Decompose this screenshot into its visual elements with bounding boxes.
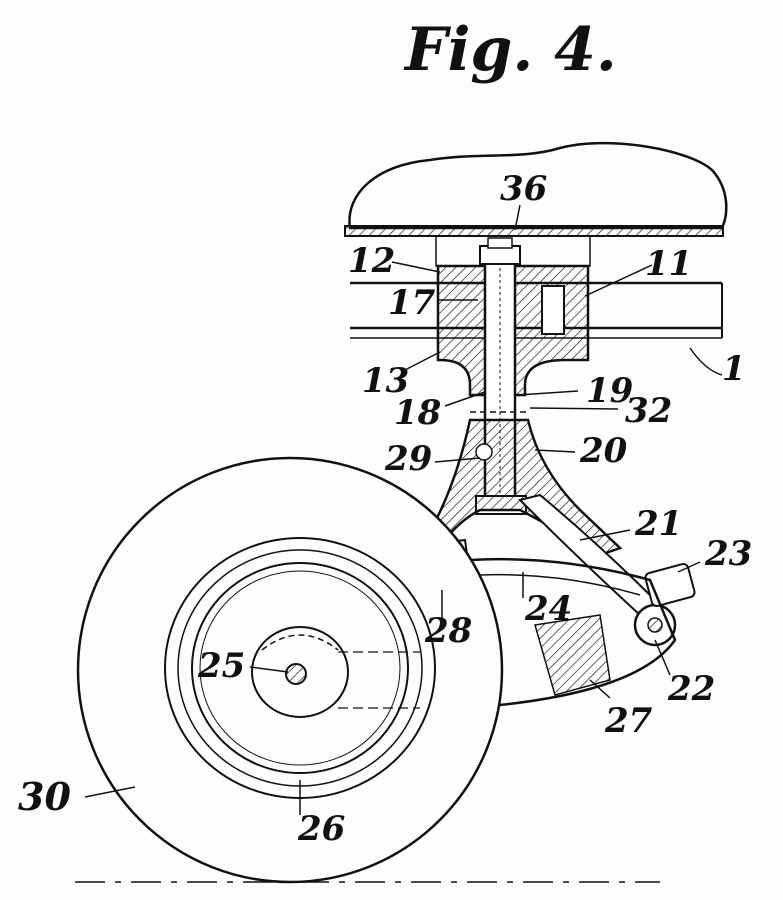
wheel [78, 458, 502, 882]
label-28: 28 [424, 611, 472, 651]
label-27: 27 [604, 701, 653, 741]
label-36: 36 [500, 169, 547, 209]
label-17: 17 [388, 283, 436, 323]
label-23: 23 [704, 534, 752, 574]
label-24: 24 [524, 589, 572, 629]
label-30: 30 [18, 774, 71, 819]
label-29: 29 [384, 439, 432, 479]
label-26: 26 [297, 809, 345, 849]
label-25: 25 [197, 646, 245, 686]
label-11: 11 [645, 244, 692, 284]
label-32: 32 [625, 391, 672, 431]
label-22: 22 [667, 669, 715, 709]
figure-title: Fig. 4. [403, 15, 617, 85]
label-1: 1 [722, 349, 746, 389]
label-18: 18 [394, 393, 441, 433]
label-21: 21 [634, 504, 682, 544]
label-12: 12 [348, 241, 395, 281]
label-20: 20 [579, 431, 628, 471]
